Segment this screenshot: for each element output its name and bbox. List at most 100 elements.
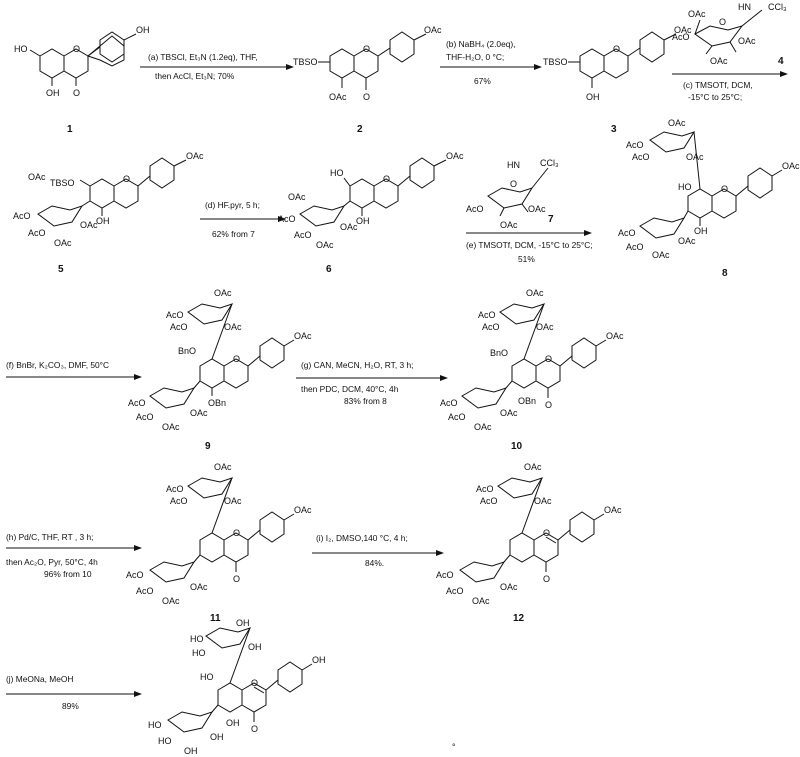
compound-label-9: 9: [205, 441, 211, 452]
compound-10-structure: OAc AcO AcO OAc BnO OAc AcO OBn O AcO OA…: [440, 288, 624, 432]
final-group-oh: OH: [226, 718, 240, 728]
compound-11-group-aco-low: AcO: [136, 586, 154, 596]
compound-12-structure: OAc AcO AcO OAc OAc AcO O AcO OAc OAc O: [436, 462, 622, 606]
compound-11-group-aco-top: AcO: [166, 484, 184, 494]
final-ring-o: O: [251, 678, 258, 688]
compound-6-group-ho: HO: [330, 168, 344, 178]
final-group-ho: HO: [200, 672, 214, 682]
compound-2-structure: TBSO OAc OAc O O: [293, 25, 442, 102]
compound-7-group-oac-low: OAc: [500, 220, 518, 230]
compound-5-group-tbso: TBSO: [50, 178, 75, 188]
compound-label-2: 2: [357, 124, 363, 135]
compound-6-group-oac-low: OAc: [316, 240, 334, 250]
compound-11-ring-o: O: [233, 528, 240, 538]
compound-5-structure: OAc TBSO OAc AcO OH OAc AcO OAc O: [13, 151, 204, 248]
final-group-ho-sugar: HO: [148, 720, 162, 730]
compound-6-group-aco: AcO: [278, 214, 296, 224]
compound-10-group-oac-top: OAc: [526, 288, 544, 298]
compound-11-group-oac-aryl: OAc: [294, 505, 312, 515]
compound-label-3: 3: [611, 124, 617, 135]
reaction-arrowhead-e: [584, 230, 592, 236]
compound-12-group-oac-top2: OAc: [534, 496, 552, 506]
compound-5-group-oh: OH: [96, 216, 110, 226]
compound-1-group-oh: OH: [46, 88, 60, 98]
compound-11-structure: OAc AcO AcO OAc OAc AcO O AcO OAc OAc O: [126, 462, 312, 606]
compound-11-group-aco-top2: AcO: [170, 496, 188, 506]
compound-8-group-aco: AcO: [618, 228, 636, 238]
compound-3-structure: TBSO OAc OH O: [543, 25, 692, 102]
compound-10-group-aco: AcO: [440, 398, 458, 408]
compound-1-group-ho: HO: [14, 44, 28, 54]
compound-11-group-aco: AcO: [126, 570, 144, 580]
compound-5-group-aco: AcO: [13, 211, 31, 221]
compound-1-ring-o: O: [73, 44, 80, 54]
compound-12-group-aco-top2: AcO: [480, 496, 498, 506]
compound-label-11: 11: [210, 613, 221, 624]
compound-2-group-oac: OAc: [424, 25, 442, 35]
final-group-ho-low: HO: [158, 736, 172, 746]
compound-3-group-oh: OH: [586, 92, 600, 102]
compound-12-group-o: O: [543, 574, 550, 584]
step-d-line-1: (d) HF.pyr, 5 h;: [205, 200, 260, 210]
reaction-arrowhead-a: [286, 64, 294, 70]
compound-9-group-obn: OBn: [208, 398, 226, 408]
step-f-line-1: (f) BnBr, K₂CO₃, DMF, 50°C: [6, 360, 109, 370]
compound-1-group-o: O: [73, 88, 80, 98]
compound-11-group-o: O: [233, 574, 240, 584]
compound-6-ring-o: O: [383, 174, 390, 184]
step-b-line-2: THF-H₂O, 0 °C;: [446, 52, 504, 62]
step-j-line-1: (j) MeONa, MeOH: [6, 674, 73, 684]
compound-9-group-bno: BnO: [178, 346, 196, 356]
compound-9-ring-o: O: [233, 354, 240, 364]
compound-5-group-oac-top: OAc: [28, 172, 46, 182]
compound-2-ring-o: O: [363, 44, 370, 54]
step-c-line-1: (c) TMSOTf, DCM,: [683, 80, 753, 90]
compound-8-ring-o: O: [721, 184, 728, 194]
compound-8-group-oac-mid: OAc: [678, 236, 696, 246]
reaction-arrowhead-i: [436, 550, 444, 556]
compound-4-group-oac-low: OAc: [710, 56, 728, 66]
reaction-arrowhead-f: [134, 374, 142, 380]
step-e-line-2: 51%: [518, 254, 535, 264]
compound-12-group-oac-aryl: OAc: [604, 505, 622, 515]
final-group-oh-top: OH: [236, 618, 250, 628]
step-j-line-2: 89%: [62, 701, 79, 711]
compound-4-group-aco: AcO: [672, 32, 690, 42]
final-group-oh-top2: OH: [248, 642, 262, 652]
compound-7-structure: HN CCl₃ AcO OAc OAc O: [466, 158, 559, 230]
compound-label-5: 5: [58, 264, 64, 275]
reaction-arrowhead-h: [134, 545, 142, 551]
compound-5-group-aco-low: AcO: [28, 228, 46, 238]
step-c-line-2: -15°C to 25°C;: [688, 92, 742, 102]
compound-10-group-aco-top: AcO: [478, 310, 496, 320]
compound-9-group-aco-low: AcO: [136, 412, 154, 422]
step-i-line-2: 84%.: [365, 558, 384, 568]
compound-label-8: 8: [722, 268, 728, 279]
compound-12-group-oac-low: OAc: [472, 596, 490, 606]
compound-10-ring-o: O: [545, 354, 552, 364]
step-b-line-3: 67%: [474, 76, 491, 86]
compound-7-group-ccl3: CCl₃: [540, 158, 559, 168]
step-b-line-1: (b) NaBH₄ (2.0eq),: [446, 39, 516, 49]
compound-label-10: 10: [511, 441, 523, 452]
compound-3-ring-o: O: [613, 44, 620, 54]
final-group-o: O: [251, 724, 258, 734]
compound-5-group-oac-mid: OAc: [80, 220, 98, 230]
compound-8-group-oac-top2: OAc: [686, 152, 704, 162]
compound-11-group-oac-top: OAc: [214, 462, 232, 472]
reaction-arrowhead-d: [278, 216, 286, 222]
compound-4-structure: HN CCl₃ OAc AcO OAc OAc O: [672, 2, 787, 66]
compound-9-group-oac-top2: OAc: [224, 322, 242, 332]
compound-4-ring-o: O: [719, 17, 726, 27]
step-a-line-1: (a) TBSCl, Et₃N (1.2eq), THF,: [148, 52, 258, 62]
compound-8-group-ho: HO: [678, 182, 692, 192]
compound-6-group-oac-top: OAc: [288, 192, 306, 202]
compound-8-group-aco-low: AcO: [626, 242, 644, 252]
compound-8-group-oh: OH: [694, 226, 708, 236]
compound-label-7: 7: [548, 214, 554, 225]
compound-11-group-oac-low: OAc: [162, 596, 180, 606]
compound-8-group-aco-top: AcO: [626, 140, 644, 150]
compound-4-group-ccl3: CCl₃: [768, 2, 787, 12]
compound-2-group-tbso: TBSO: [293, 57, 318, 67]
